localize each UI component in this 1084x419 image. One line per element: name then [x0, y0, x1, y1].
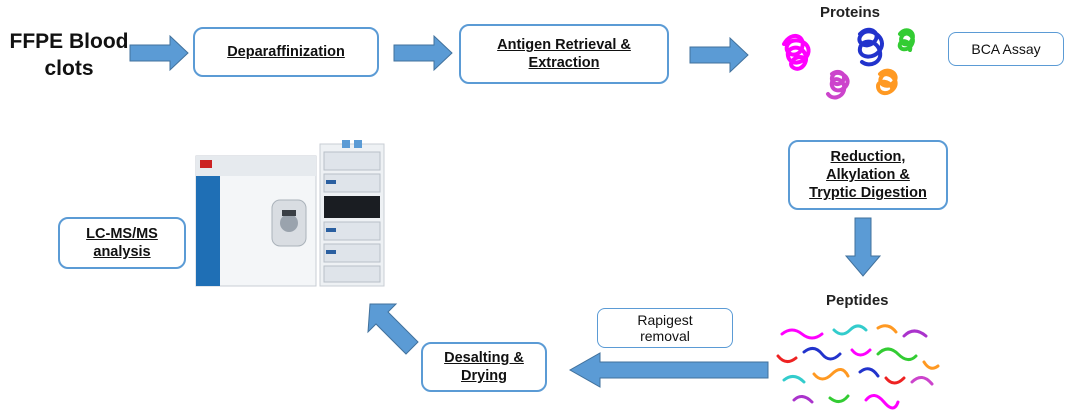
arrow-diagonal-icon	[367, 303, 419, 355]
arrow-2-icon	[393, 34, 453, 72]
start-label: FFPE Blood clots	[9, 30, 129, 80]
arrow-left-icon	[568, 352, 769, 388]
antigen-retrieval-box: Antigen Retrieval & Extraction	[459, 24, 669, 84]
deparaffinization-box: Deparaffinization	[193, 27, 379, 77]
lcms-box: LC-MS/MS analysis	[58, 217, 186, 269]
rapigest-box: Rapigest removal	[597, 308, 733, 348]
lc-ms-instrument-illustration	[195, 140, 385, 287]
reduction-label: Reduction, Alkylation & Tryptic Digestio…	[809, 149, 927, 201]
peptide-strands-illustration	[776, 324, 940, 410]
bca-assay-box: BCA Assay	[948, 32, 1064, 66]
protein-coils-illustration	[782, 27, 915, 100]
rapigest-label: Rapigest removal	[637, 312, 693, 344]
antigen-retrieval-label: Antigen Retrieval & Extraction	[497, 37, 631, 71]
arrow-down-icon	[844, 217, 882, 277]
arrow-1-icon	[129, 34, 189, 72]
reduction-box: Reduction, Alkylation & Tryptic Digestio…	[788, 140, 948, 210]
lcms-label: LC-MS/MS analysis	[86, 226, 158, 260]
arrow-3-icon	[689, 36, 749, 74]
deparaffinization-label: Deparaffinization	[227, 44, 345, 60]
desalting-box: Desalting & Drying	[421, 342, 547, 392]
bca-assay-label: BCA Assay	[971, 41, 1041, 57]
desalting-label: Desalting & Drying	[444, 350, 524, 384]
proteins-title: Proteins	[820, 4, 881, 21]
peptides-title: Peptides	[826, 292, 889, 309]
